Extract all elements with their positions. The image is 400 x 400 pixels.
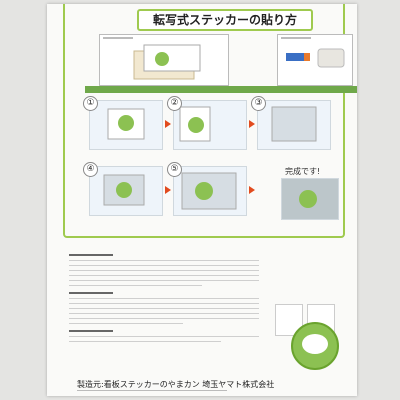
step-5-number: ⑤ [167,162,182,177]
step-2-image [173,100,247,150]
step-4-image [89,166,163,216]
sticker-structure-diagram [99,34,229,86]
arrow-right-icon [165,120,171,128]
preparation-items-box [277,34,353,86]
step-5-image [173,166,247,216]
arrow-right-icon [249,186,255,194]
step-1-illustration [107,108,145,140]
arrow-right-icon [249,120,255,128]
step-5-illustration [181,172,237,210]
warning-banner [85,86,357,93]
example-photos [273,304,339,336]
step-3-illustration [271,106,317,142]
sticker-diagram-illustration [133,44,201,80]
instruction-sheet: 転写式ステッカーの貼り方 ① [47,4,357,396]
structure-label-placeholder [103,37,133,39]
prep-label-placeholder [281,37,311,39]
mascot-illustration [291,322,339,370]
notes-section [69,252,259,346]
title-bar: 転写式ステッカーの貼り方 [137,9,313,31]
step-2-illustration [179,106,211,142]
result-image [281,178,339,220]
step-3-image [257,100,331,150]
arrow-right-icon [165,186,171,194]
instruction-frame: 転写式ステッカーの貼り方 ① [63,4,357,238]
step-3-number: ③ [251,96,266,111]
preparation-tools-illustration [286,48,345,68]
step-1-number: ① [83,96,98,111]
mascot-face [302,334,328,354]
footer-company: 製造元:看板ステッカーのやまカン 埼玉ヤマト株式会社 [77,380,275,389]
page-title: 転写式ステッカーの貼り方 [152,13,297,27]
step-4-number: ④ [83,162,98,177]
step-1-image [89,100,163,150]
footer-contact-placeholder [77,390,227,391]
result-illustration [282,179,338,219]
step-2-number: ② [167,96,182,111]
result-label: 完成です! [285,167,321,176]
step-4-illustration [103,174,145,206]
